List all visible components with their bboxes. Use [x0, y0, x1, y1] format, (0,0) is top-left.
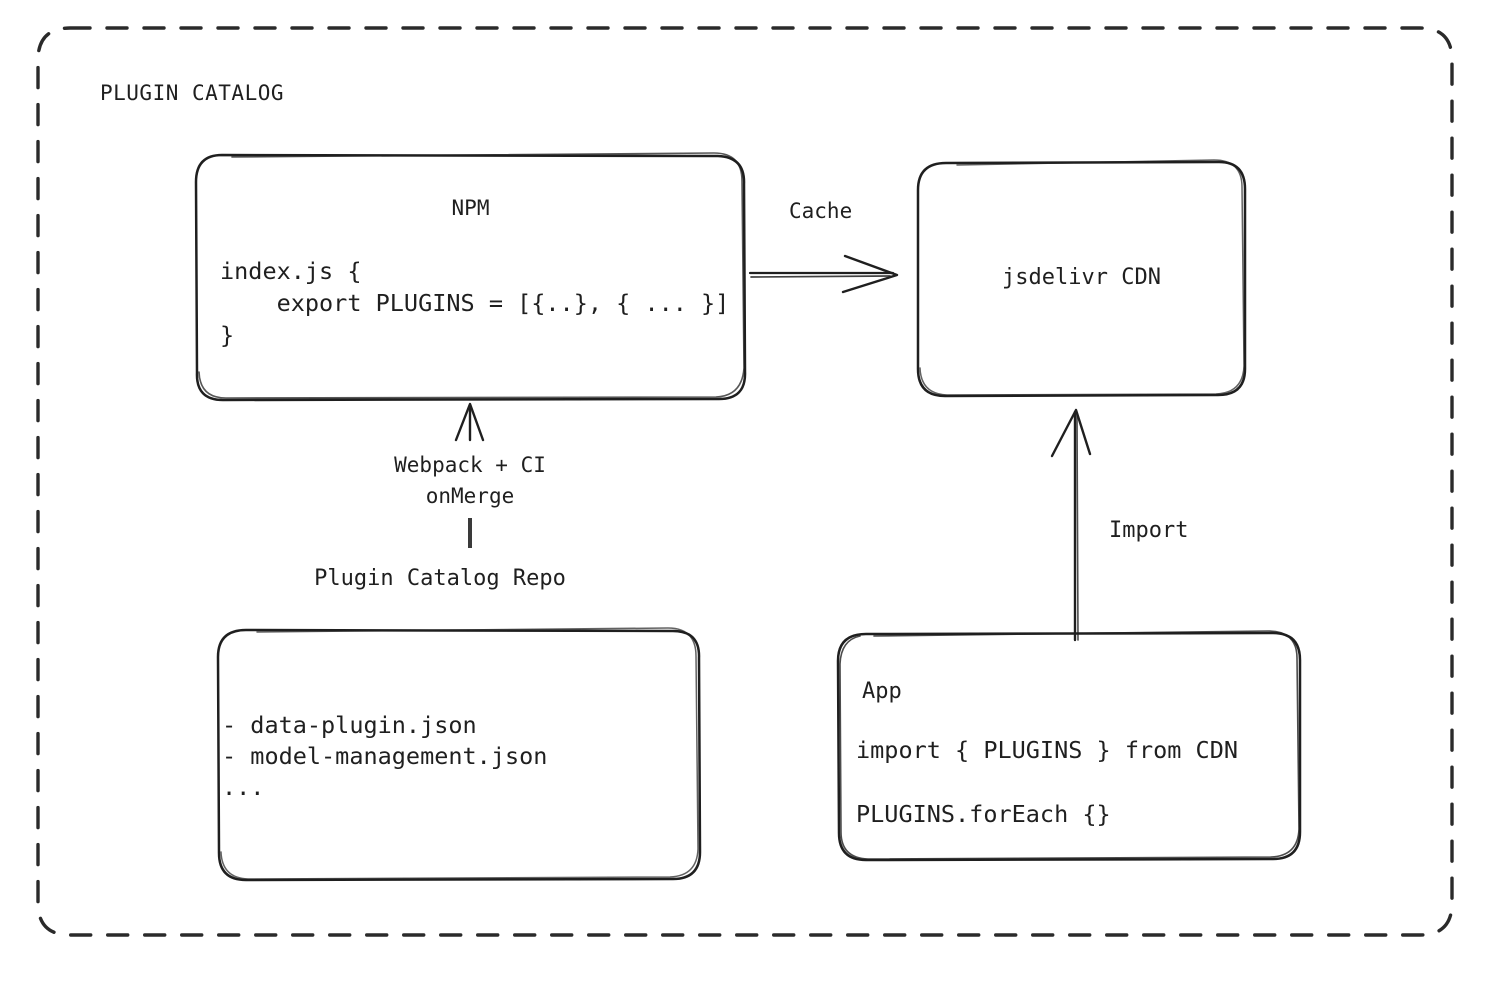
- app-node-import-line: import { PLUGINS } from CDN: [856, 736, 1239, 764]
- cache-edge-label: Cache: [789, 199, 853, 223]
- npm-node-title: NPM: [451, 196, 490, 220]
- cdn-node-title: jsdelivr CDN: [1002, 265, 1161, 290]
- repo-node-label: Plugin Catalog Repo: [314, 566, 566, 591]
- import-edge-arrow: [1050, 408, 1092, 642]
- npm-node-code: index.js { export PLUGINS = [{..}, { ...…: [220, 257, 730, 349]
- plugin-catalog-title: PLUGIN CATALOG: [100, 81, 285, 105]
- app-node-foreach-line: PLUGINS.forEach {}: [856, 800, 1111, 828]
- import-edge-label: Import: [1109, 518, 1189, 543]
- cache-edge-arrow: [748, 254, 899, 294]
- app-node-title: App: [862, 679, 902, 704]
- build-edge-label: Webpack + CI onMerge: [394, 453, 546, 508]
- repo-node-files: - data-plugin.json - model-management.js…: [222, 711, 548, 801]
